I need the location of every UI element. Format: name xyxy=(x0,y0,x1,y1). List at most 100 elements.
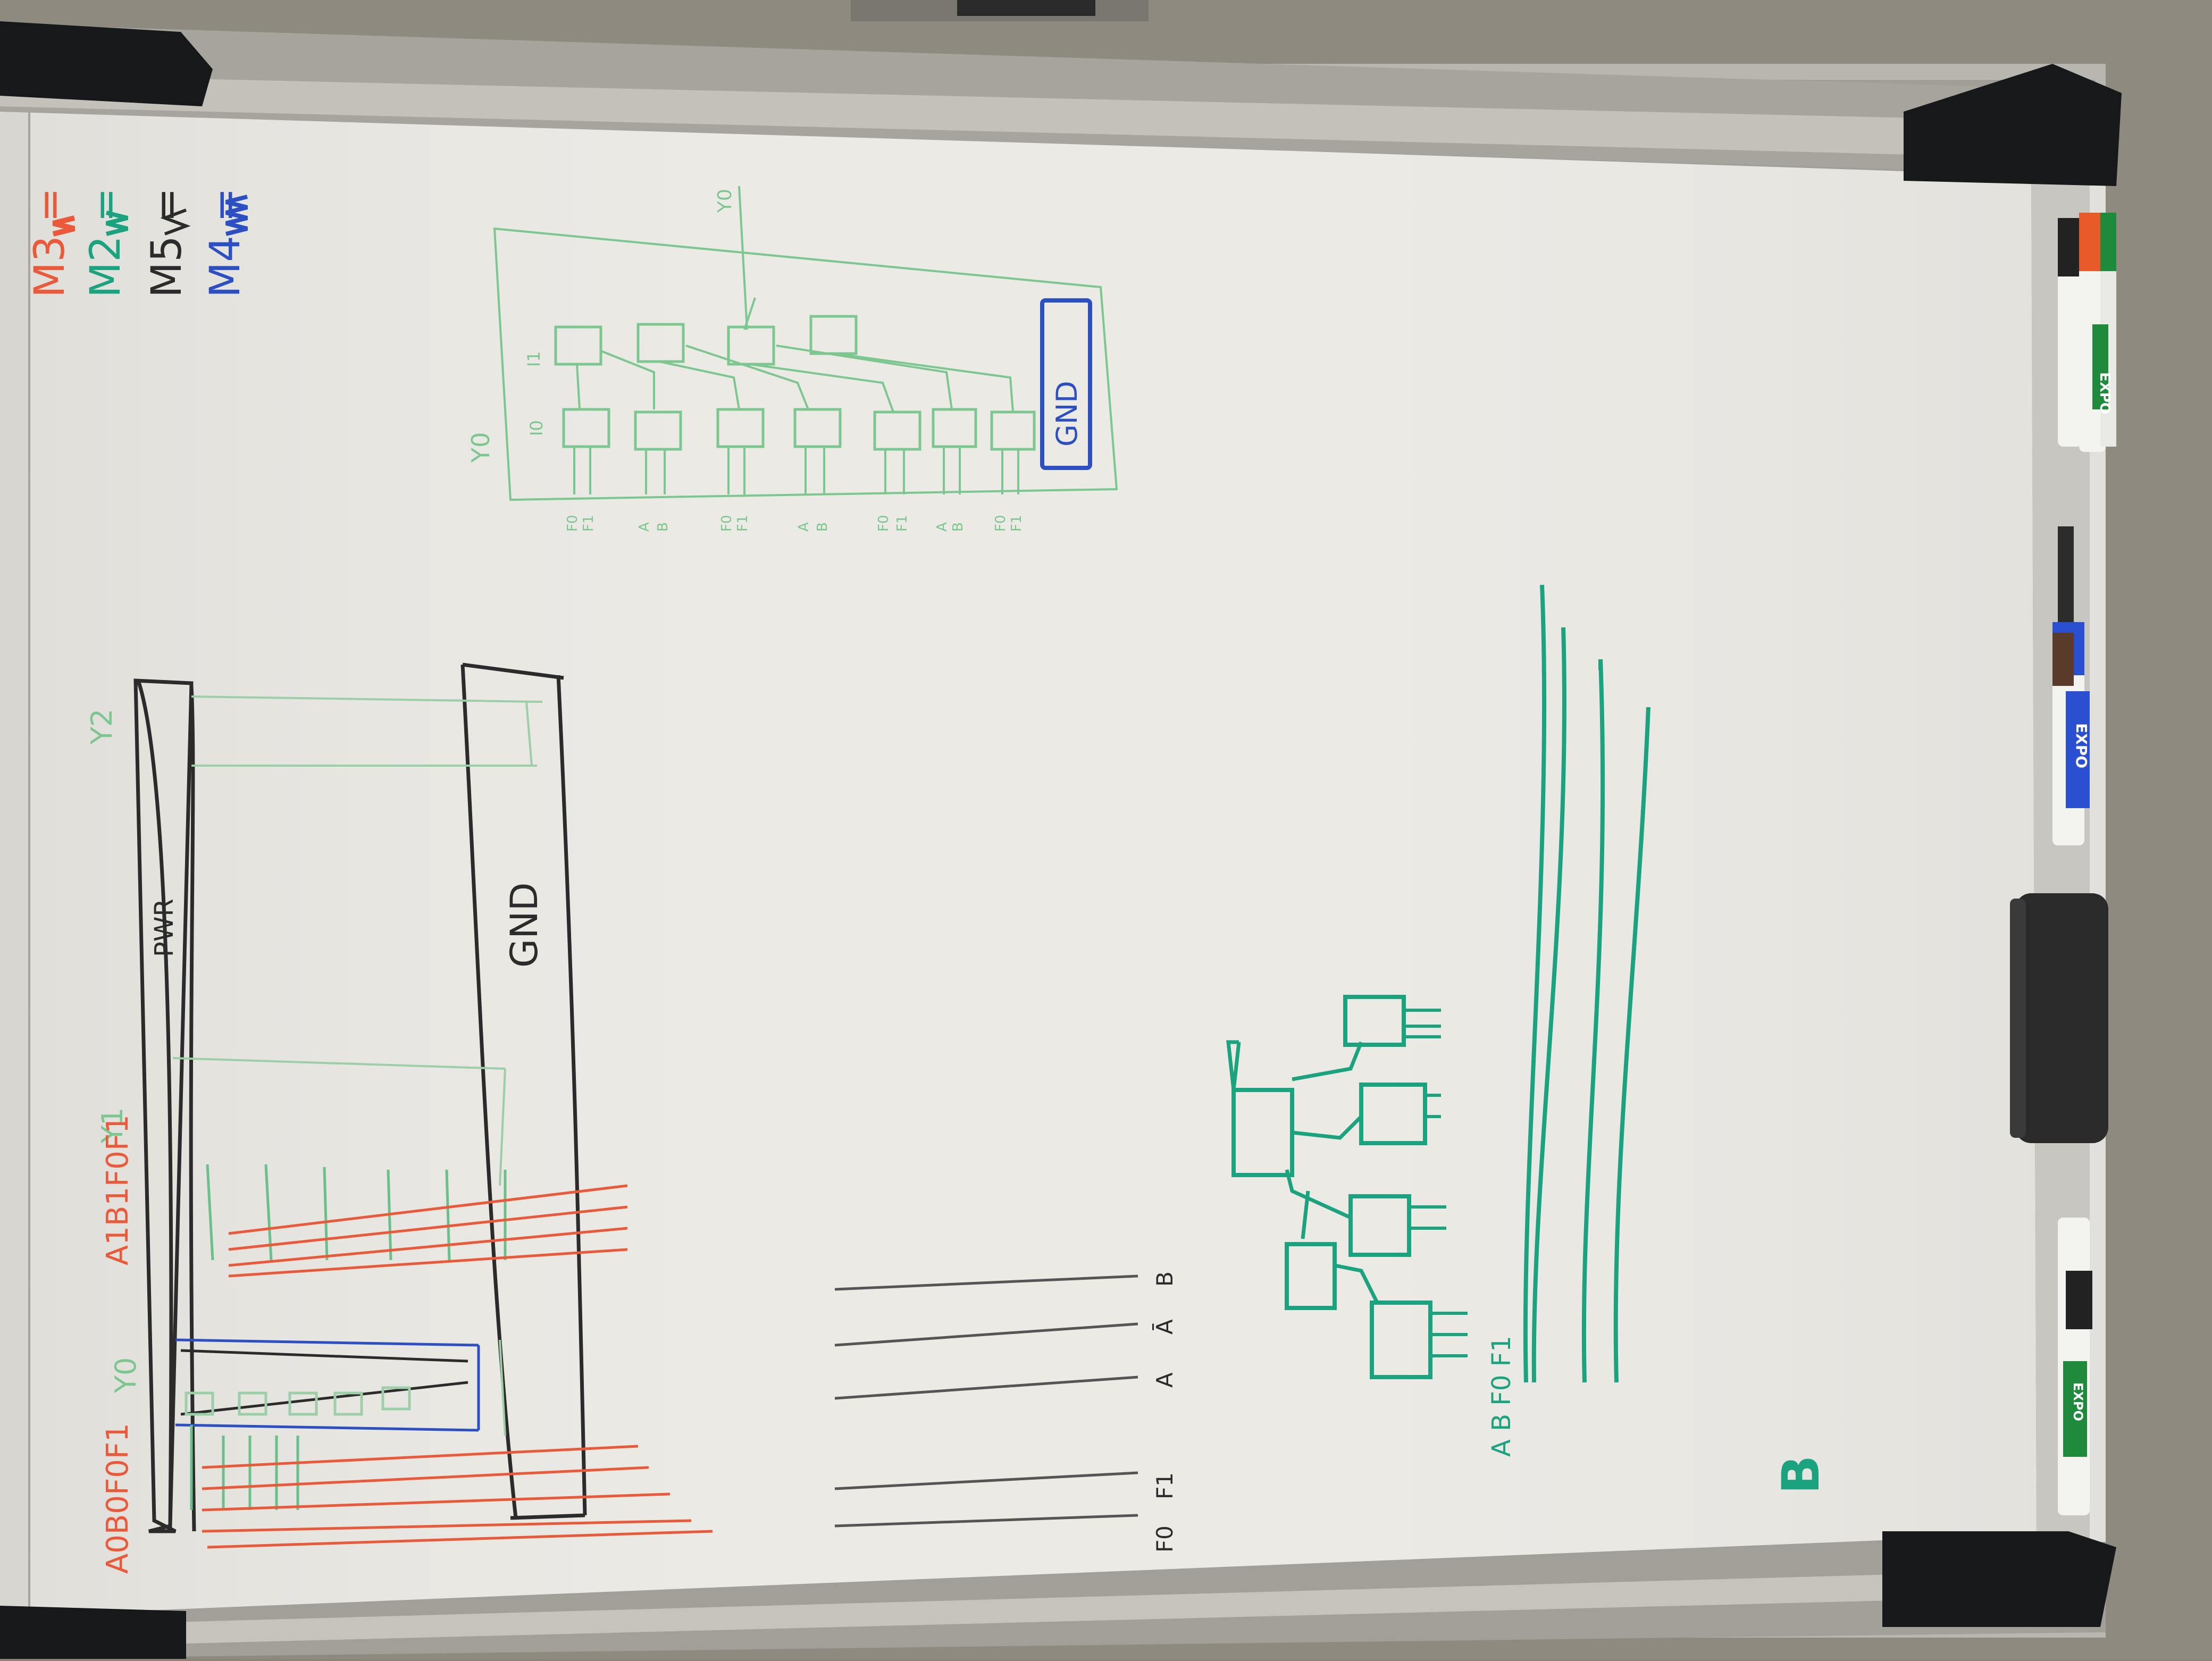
y0-top-label: Y0 xyxy=(714,189,736,213)
pwr-rail-left xyxy=(136,680,173,1526)
input-label: B xyxy=(815,522,831,532)
input-labels-row: F0 F1 A B F0 F1 A B F0 F1 A B F0 F1 xyxy=(565,515,1025,532)
corner-cap-top-right xyxy=(1904,64,2122,186)
gate-wiring xyxy=(576,297,1014,413)
black-bottom xyxy=(180,1381,468,1416)
y2-label: Y2 xyxy=(85,709,119,745)
green-stubs-upper xyxy=(206,1164,507,1261)
input-label: F1 xyxy=(894,515,910,532)
legend-m4-swatch xyxy=(225,195,248,236)
legend: M3 = M2 = M5 = M4 = xyxy=(26,188,249,298)
gnd-rail-bottom xyxy=(510,1513,585,1520)
gnd-label-left: GND xyxy=(502,882,546,968)
corner-cap-bottom-left xyxy=(0,1606,186,1659)
marker-brand-1: EXPO xyxy=(2097,372,2113,414)
legend-m3-swatch xyxy=(52,215,76,237)
green-frame-low xyxy=(172,1057,506,1070)
input-stubs xyxy=(573,447,1019,494)
input-label: F0 xyxy=(876,515,892,532)
legend-m5-swatch xyxy=(160,208,191,236)
green-frame-right xyxy=(525,701,533,766)
gate-5 xyxy=(1348,1194,1411,1257)
outer-frame xyxy=(493,227,1118,501)
legend-m2-swatch xyxy=(106,211,128,236)
marker-clip xyxy=(2066,1271,2092,1329)
input-label: A xyxy=(796,522,812,532)
red-lines-lower xyxy=(202,1445,713,1549)
pwr-label: PWR xyxy=(149,899,179,957)
input-label: F0 xyxy=(719,515,735,532)
inner-gate-box xyxy=(175,1338,506,1436)
gnd-rail-top xyxy=(462,662,564,680)
blue-top xyxy=(175,1338,479,1347)
legend-m5: M5 = xyxy=(143,188,191,298)
wire-a xyxy=(834,1375,1138,1400)
input-label: F1 xyxy=(735,515,751,532)
marker-small-black[interactable] xyxy=(2058,526,2074,622)
i1-label: I1 xyxy=(524,351,544,367)
wire-b xyxy=(834,1274,1138,1291)
marker-group-middle: EXPO xyxy=(2052,526,2090,845)
top-label-a0: A0B0F0F1 xyxy=(100,1423,135,1574)
bottom-gates xyxy=(562,408,1036,451)
board-left-edge xyxy=(0,106,29,1622)
marker-brown[interactable] xyxy=(2052,633,2074,686)
input-label: B xyxy=(655,522,671,532)
gnd-box-blue xyxy=(1040,298,1092,470)
wire-label-a: A xyxy=(1152,1372,1178,1388)
wire-label-f0: F0 xyxy=(1152,1525,1178,1553)
marker-group-top: EXPO xyxy=(2058,213,2116,452)
wire-a-bar xyxy=(834,1322,1138,1347)
marker-tray xyxy=(2031,175,2106,1542)
y0-label: Y0 xyxy=(109,1357,143,1394)
left-diagram: PWR GND Y2 Y1 Y0 A0B0F0F1 A1B1F0F1 xyxy=(85,662,713,1574)
gnd-label-blue: GND xyxy=(1050,381,1084,447)
board-shading xyxy=(29,109,2037,1616)
wire-label-f1: F1 xyxy=(1152,1472,1178,1499)
legend-m2: M2 = xyxy=(82,188,130,298)
bottom-inputs-label: A B F0 F1 xyxy=(1487,1336,1516,1457)
marker-group-bottom: EXPO xyxy=(2058,1218,2092,1515)
input-line-b xyxy=(1531,627,1566,1383)
b-mark-label: B xyxy=(1771,1455,1831,1494)
input-label: B xyxy=(950,522,966,532)
gate-3 xyxy=(1359,1083,1427,1145)
green-frame-top xyxy=(191,695,543,703)
gate-4 xyxy=(1370,1301,1432,1379)
marker-label-bottom xyxy=(2063,1361,2087,1457)
gate-1 xyxy=(1343,995,1406,1047)
wire-label-b: B xyxy=(1152,1271,1178,1287)
y0-left-label: Y0 xyxy=(466,432,495,463)
wire-f0 xyxy=(834,1514,1138,1528)
bottom-rail-highlight xyxy=(0,1568,2106,1648)
wire-lines: B Ā A F1 F0 xyxy=(834,1271,1178,1553)
input-label: F0 xyxy=(993,515,1009,532)
y1-label: Y1 xyxy=(96,1108,129,1144)
marker-label-green xyxy=(2092,324,2108,409)
bottom-right-diagram xyxy=(1226,584,1650,1383)
pwr-rail-outline xyxy=(133,678,194,1533)
top-right-diagram xyxy=(493,186,1118,501)
eraser[interactable] xyxy=(2015,893,2108,1143)
pwr-rail-right xyxy=(189,685,196,1532)
marker-label-blue xyxy=(2066,691,2090,808)
wire-f1 xyxy=(834,1471,1138,1490)
input-line-a xyxy=(1523,584,1547,1383)
input-label: F1 xyxy=(1009,515,1025,532)
marker-cap-green xyxy=(2100,213,2116,271)
marker-brand-3: EXPO xyxy=(2071,1382,2085,1421)
corner-cap-bottom-right xyxy=(1882,1531,2116,1627)
input-line-f1 xyxy=(1613,707,1650,1383)
input-line-f0 xyxy=(1581,659,1605,1383)
gnd-rail-right xyxy=(556,675,587,1516)
black-top xyxy=(180,1349,468,1363)
gnd-rail-left xyxy=(460,664,518,1519)
wire-label-a-bar: Ā xyxy=(1152,1319,1178,1335)
input-label: A xyxy=(636,522,652,532)
y0-output-line xyxy=(738,186,748,330)
eraser-felt xyxy=(2010,899,2026,1138)
green-stubs-lower xyxy=(190,1425,299,1510)
background-object xyxy=(957,0,1095,16)
marker-cap-black xyxy=(2058,218,2082,276)
